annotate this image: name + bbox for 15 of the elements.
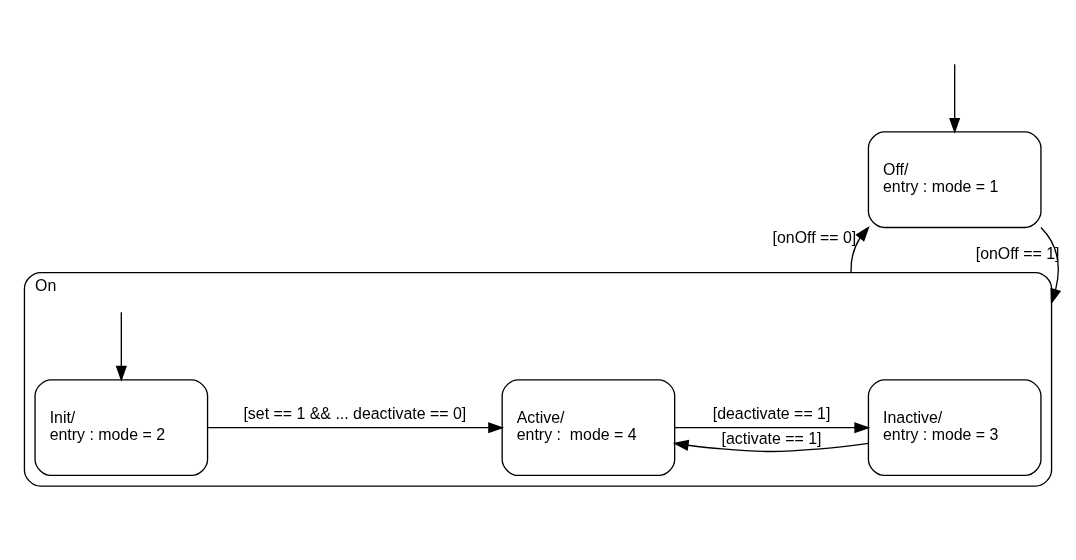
edge-label: [activate == 1] — [721, 430, 822, 448]
arrow — [674, 422, 871, 434]
edge-label: [set == 1 && ... deactivate == 0] — [243, 405, 467, 423]
node-box: Init/ entry : mode = 2 — [34, 379, 209, 477]
node-box: Off/ entry : mode = 1 — [867, 131, 1042, 229]
arrow — [850, 225, 870, 274]
arrow — [949, 63, 961, 134]
arrow — [1040, 226, 1062, 305]
arrow — [115, 311, 127, 382]
edge-label: [deactivate == 1] — [712, 405, 831, 423]
node-box: Active/ entry : mode = 4 — [501, 379, 676, 477]
edge-label: [onOff == 0] — [772, 229, 857, 247]
node-box: Inactive/ entry : mode = 3 — [867, 379, 1042, 477]
arrow — [207, 422, 505, 434]
arrow — [672, 439, 870, 453]
